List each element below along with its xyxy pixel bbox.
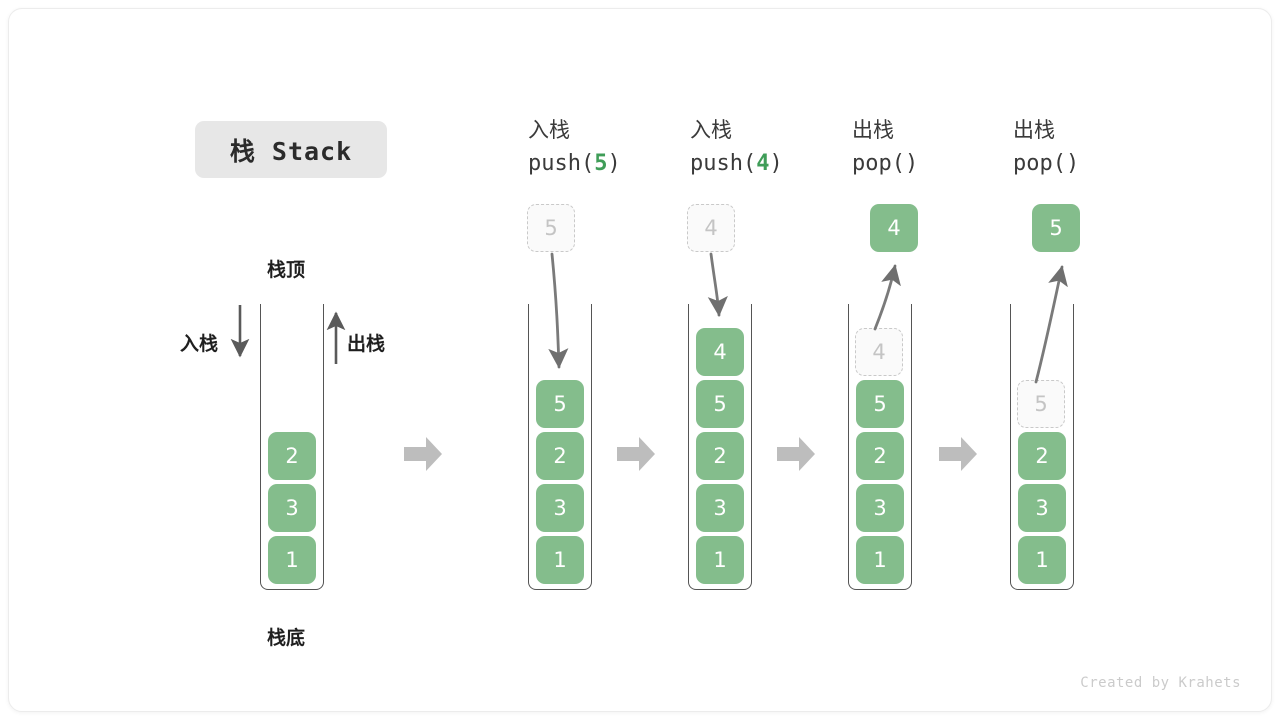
stack-top-label: 栈顶 [267, 260, 306, 281]
popped-value-cell: 4 [870, 204, 918, 252]
column-header-code: pop() [852, 150, 919, 176]
stack-cell: 5 [696, 380, 744, 428]
step-arrow-icon [777, 437, 815, 471]
stack-container-push-5 [528, 304, 592, 590]
stack-cell: 1 [1018, 536, 1066, 584]
diagram-card: 栈 Stack 栈顶 栈底 入栈 出栈 2 3 1 入栈 push(5) 5 5… [8, 8, 1272, 712]
column-header-cn: 出栈 [852, 119, 894, 142]
stack-cell: 3 [1018, 484, 1066, 532]
column-header-pop-2: 出栈 pop() [1013, 115, 1183, 180]
stack-container-pop-2 [1010, 304, 1074, 590]
popped-value-cell: 5 [1032, 204, 1080, 252]
stack-cell: 4 [696, 328, 744, 376]
stack-container-push-4 [688, 304, 752, 590]
footer-credit: Created by Krahets [1080, 675, 1241, 691]
column-header-cn: 入栈 [528, 119, 570, 142]
column-header-code: push(5) [528, 150, 621, 176]
stack-cell: 3 [268, 484, 316, 532]
pop-direction-label: 出栈 [347, 334, 386, 355]
stack-container-pop-1 [848, 304, 912, 590]
stack-cell: 2 [268, 432, 316, 480]
floating-ghost-cell: 5 [527, 204, 575, 252]
column-header-code: pop() [1013, 150, 1080, 176]
stack-cell: 3 [696, 484, 744, 532]
stack-cell: 3 [856, 484, 904, 532]
stack-cell: 1 [696, 536, 744, 584]
stack-container-initial [260, 304, 324, 590]
column-header-pop-1: 出栈 pop() [852, 115, 1022, 180]
stack-cell: 5 [856, 380, 904, 428]
stack-cell: 2 [1018, 432, 1066, 480]
stack-cell: 1 [536, 536, 584, 584]
column-header-push-5: 入栈 push(5) [528, 115, 698, 180]
column-header-cn: 入栈 [690, 119, 732, 142]
stack-cell: 2 [696, 432, 744, 480]
stack-cell: 3 [536, 484, 584, 532]
step-arrow-icon [404, 437, 442, 471]
stack-cell: 5 [536, 380, 584, 428]
stack-bottom-label: 栈底 [267, 628, 306, 649]
stack-cell: 2 [536, 432, 584, 480]
floating-ghost-cell: 4 [687, 204, 735, 252]
step-arrow-icon [617, 437, 655, 471]
stack-cell: 1 [856, 536, 904, 584]
column-header-cn: 出栈 [1013, 119, 1055, 142]
stack-cell-ghost: 4 [855, 328, 903, 376]
push-direction-label: 入栈 [180, 334, 219, 355]
page-title: 栈 Stack [195, 121, 387, 178]
column-header-push-4: 入栈 push(4) [690, 115, 860, 180]
stack-cell: 1 [268, 536, 316, 584]
stack-cell: 2 [856, 432, 904, 480]
column-header-code: push(4) [690, 150, 783, 176]
step-arrow-icon [939, 437, 977, 471]
stack-cell-ghost: 5 [1017, 380, 1065, 428]
